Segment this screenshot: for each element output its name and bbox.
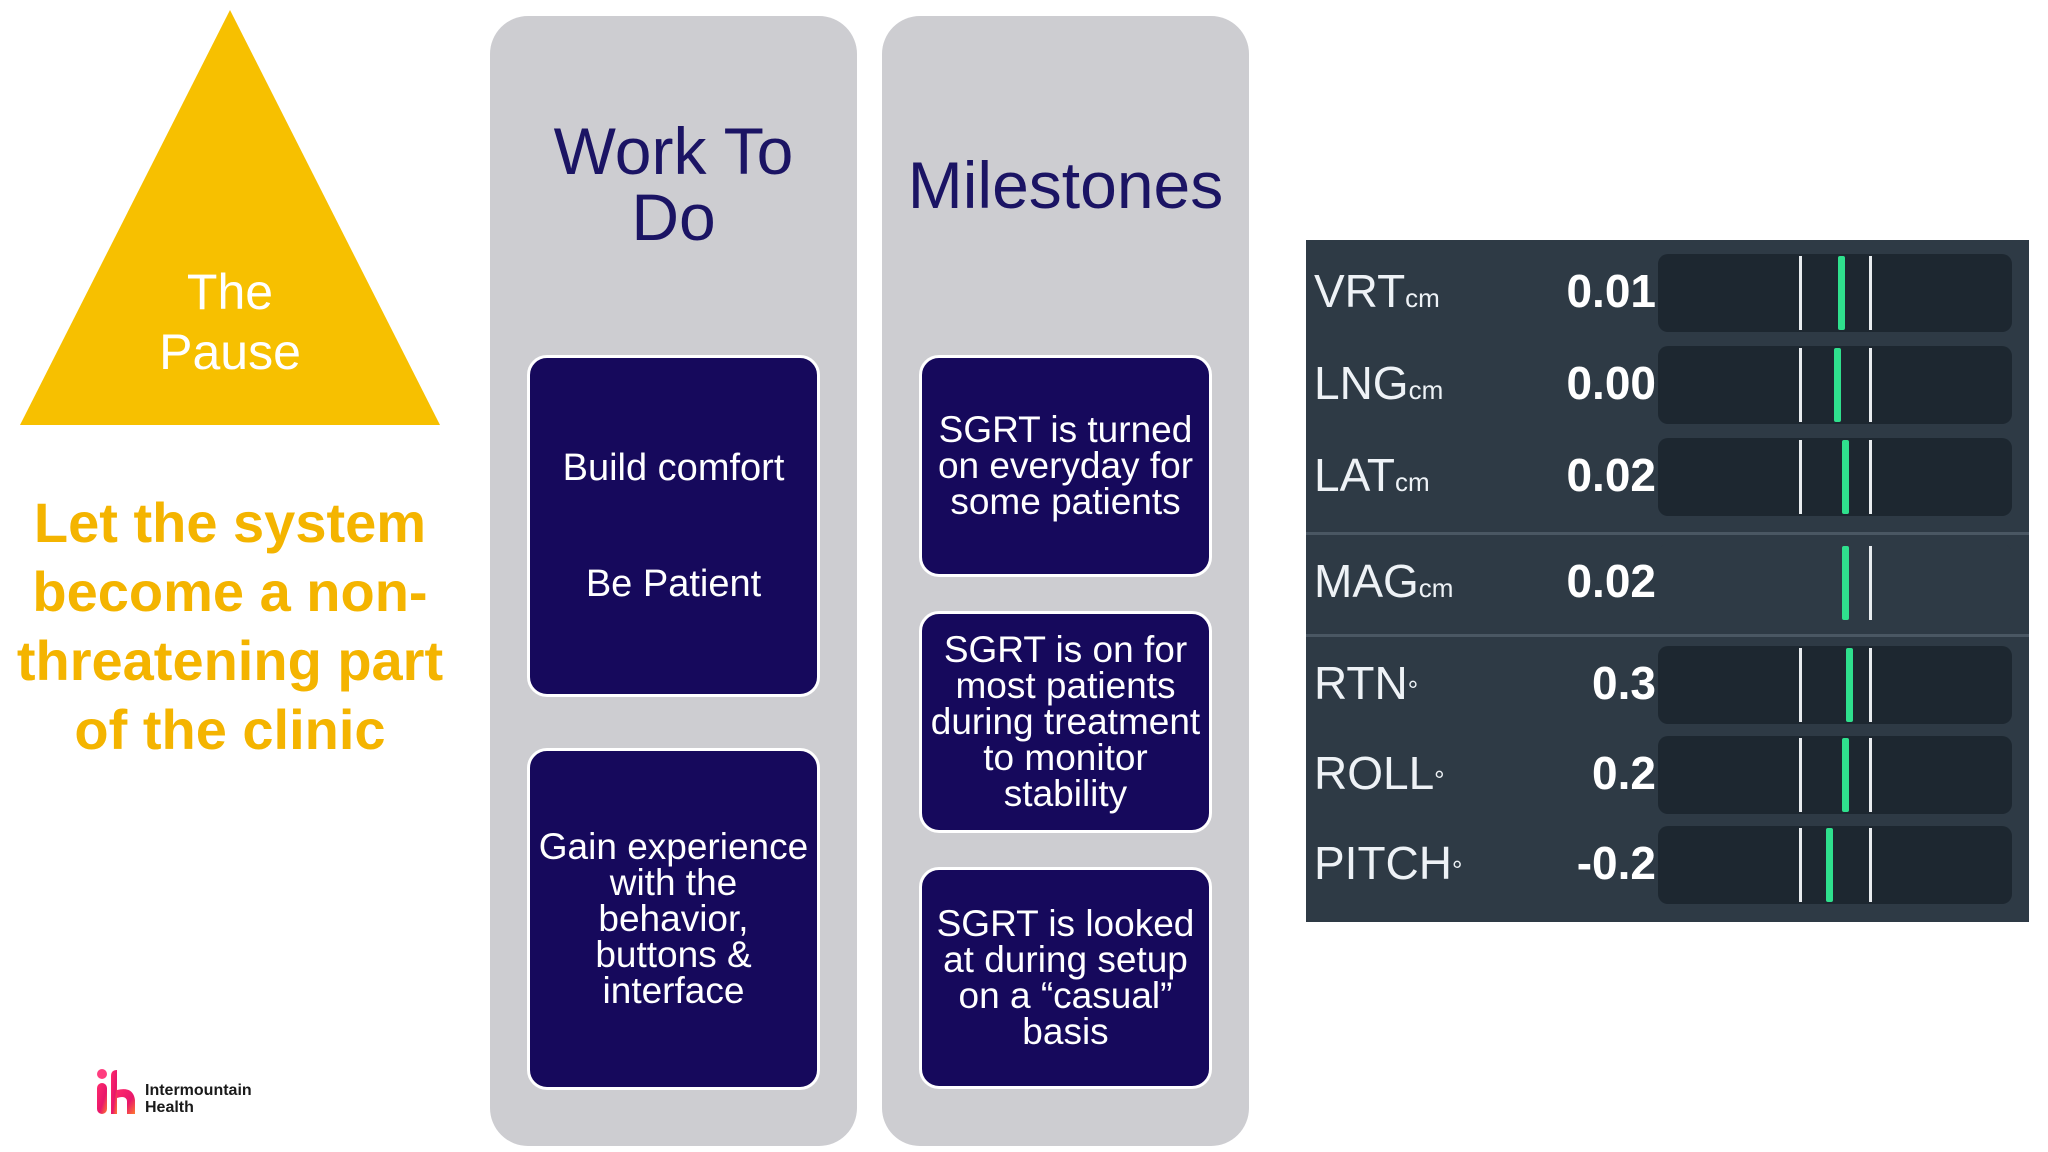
deviation-needle (1838, 256, 1845, 330)
card-line: on everyday for (937, 445, 1194, 486)
milestones-heading: Milestones (907, 148, 1224, 222)
milestone-card: SGRT is on for most patients during trea… (919, 611, 1212, 833)
intermountain-logo-text: Intermountain Health (145, 1082, 252, 1116)
row-value: 0.02 (1566, 449, 1656, 501)
row-value: -0.2 (1576, 837, 1656, 889)
card-line: with the (609, 862, 738, 903)
work-to-do-heading: Work To Do (553, 114, 794, 254)
card-line: Be Patient (585, 563, 762, 605)
tolerance-line (1799, 738, 1802, 812)
pause-triangle (20, 10, 440, 425)
row-label: LNG (1314, 357, 1409, 409)
card-line: to monitor (983, 737, 1148, 778)
monitor-row-pitch: PITCH° -0.2 (1306, 818, 2029, 908)
monitor-row-vrt: VRTcm 0.01 (1306, 246, 2029, 336)
card-line: basis (1022, 1011, 1109, 1052)
row-unit: cm (1418, 573, 1454, 603)
tolerance-line (1869, 348, 1872, 422)
card-line: SGRT is turned (938, 409, 1193, 450)
row-unit: cm (1405, 283, 1440, 313)
row-value: 0.02 (1566, 555, 1656, 607)
gain-experience-card: Gain experience with the behavior, butto… (527, 748, 820, 1090)
card-line: stability (1003, 773, 1128, 814)
sgrt-monitor-panel: VRTcm 0.01 LNGcm 0.00 LATcm 0.02 MAGcm 0… (1306, 240, 2029, 922)
deviation-needle (1842, 546, 1849, 620)
tolerance-line (1799, 256, 1802, 330)
row-value: 0.3 (1592, 657, 1656, 709)
deviation-track (1658, 646, 2012, 724)
intermountain-logo-icon (97, 1069, 135, 1114)
monitor-row-lng: LNGcm 0.00 (1306, 338, 2029, 428)
card-line: buttons & (595, 934, 752, 975)
build-comfort-card: Build comfort Be Patient (527, 355, 820, 697)
row-value: 0.01 (1566, 265, 1656, 317)
card-line: at during setup (943, 939, 1188, 980)
tolerance-line (1869, 648, 1872, 722)
deviation-track (1658, 826, 2012, 904)
monitor-row-lat: LATcm 0.02 (1306, 430, 2029, 520)
card-line: most patients (955, 665, 1176, 706)
goal-message: Let the system become a non-threatening … (16, 491, 444, 761)
deviation-needle (1826, 828, 1833, 902)
section-divider (1306, 532, 2029, 535)
row-label: ROLL (1314, 747, 1435, 799)
tolerance-line (1799, 828, 1802, 902)
monitor-row-roll: ROLL° 0.2 (1306, 728, 2029, 818)
tolerance-line (1799, 648, 1802, 722)
deviation-needle (1846, 648, 1853, 722)
row-label: LAT (1314, 449, 1395, 501)
deviation-track (1658, 346, 2012, 424)
row-value: 0.00 (1566, 357, 1656, 409)
deviation-track (1658, 544, 2012, 622)
row-unit: cm (1394, 467, 1430, 497)
tolerance-line (1869, 738, 1872, 812)
tolerance-line (1869, 546, 1872, 620)
tolerance-line (1799, 440, 1802, 514)
card-line: during treatment (930, 701, 1201, 742)
deviation-track (1658, 438, 2012, 516)
monitor-row-mag: MAGcm 0.02 (1306, 536, 2029, 626)
deviation-needle (1842, 440, 1849, 514)
card-line: Gain experience (538, 826, 809, 867)
row-label: MAG (1314, 555, 1419, 607)
deviation-needle (1834, 348, 1841, 422)
row-label: VRT (1314, 265, 1406, 317)
row-unit: cm (1408, 375, 1444, 405)
card-line: Build comfort (562, 447, 785, 489)
card-line: interface (602, 970, 745, 1011)
row-unit: ° (1434, 765, 1445, 795)
card-line: SGRT is looked (936, 903, 1195, 944)
card-line: behavior, (598, 898, 749, 939)
triangle-label: The Pause (159, 264, 301, 380)
row-value: 0.2 (1592, 747, 1656, 799)
section-divider (1306, 634, 2029, 637)
tolerance-line (1799, 348, 1802, 422)
deviation-needle (1842, 738, 1849, 812)
milestone-card: SGRT is looked at during setup on a “cas… (919, 867, 1212, 1089)
monitor-row-rtn: RTN° 0.3 (1306, 638, 2029, 728)
row-label: PITCH (1314, 837, 1452, 889)
row-unit: ° (1452, 855, 1463, 885)
row-label: RTN (1314, 657, 1408, 709)
milestone-card: SGRT is turned on everyday for some pati… (919, 355, 1212, 577)
tolerance-line (1869, 440, 1872, 514)
deviation-track (1658, 254, 2012, 332)
card-line: on a “casual” (958, 975, 1173, 1016)
card-line: SGRT is on for (943, 629, 1188, 670)
row-unit: ° (1407, 675, 1419, 705)
card-line: some patients (950, 481, 1181, 522)
tolerance-line (1869, 828, 1872, 902)
deviation-track (1658, 736, 2012, 814)
tolerance-line (1869, 256, 1872, 330)
